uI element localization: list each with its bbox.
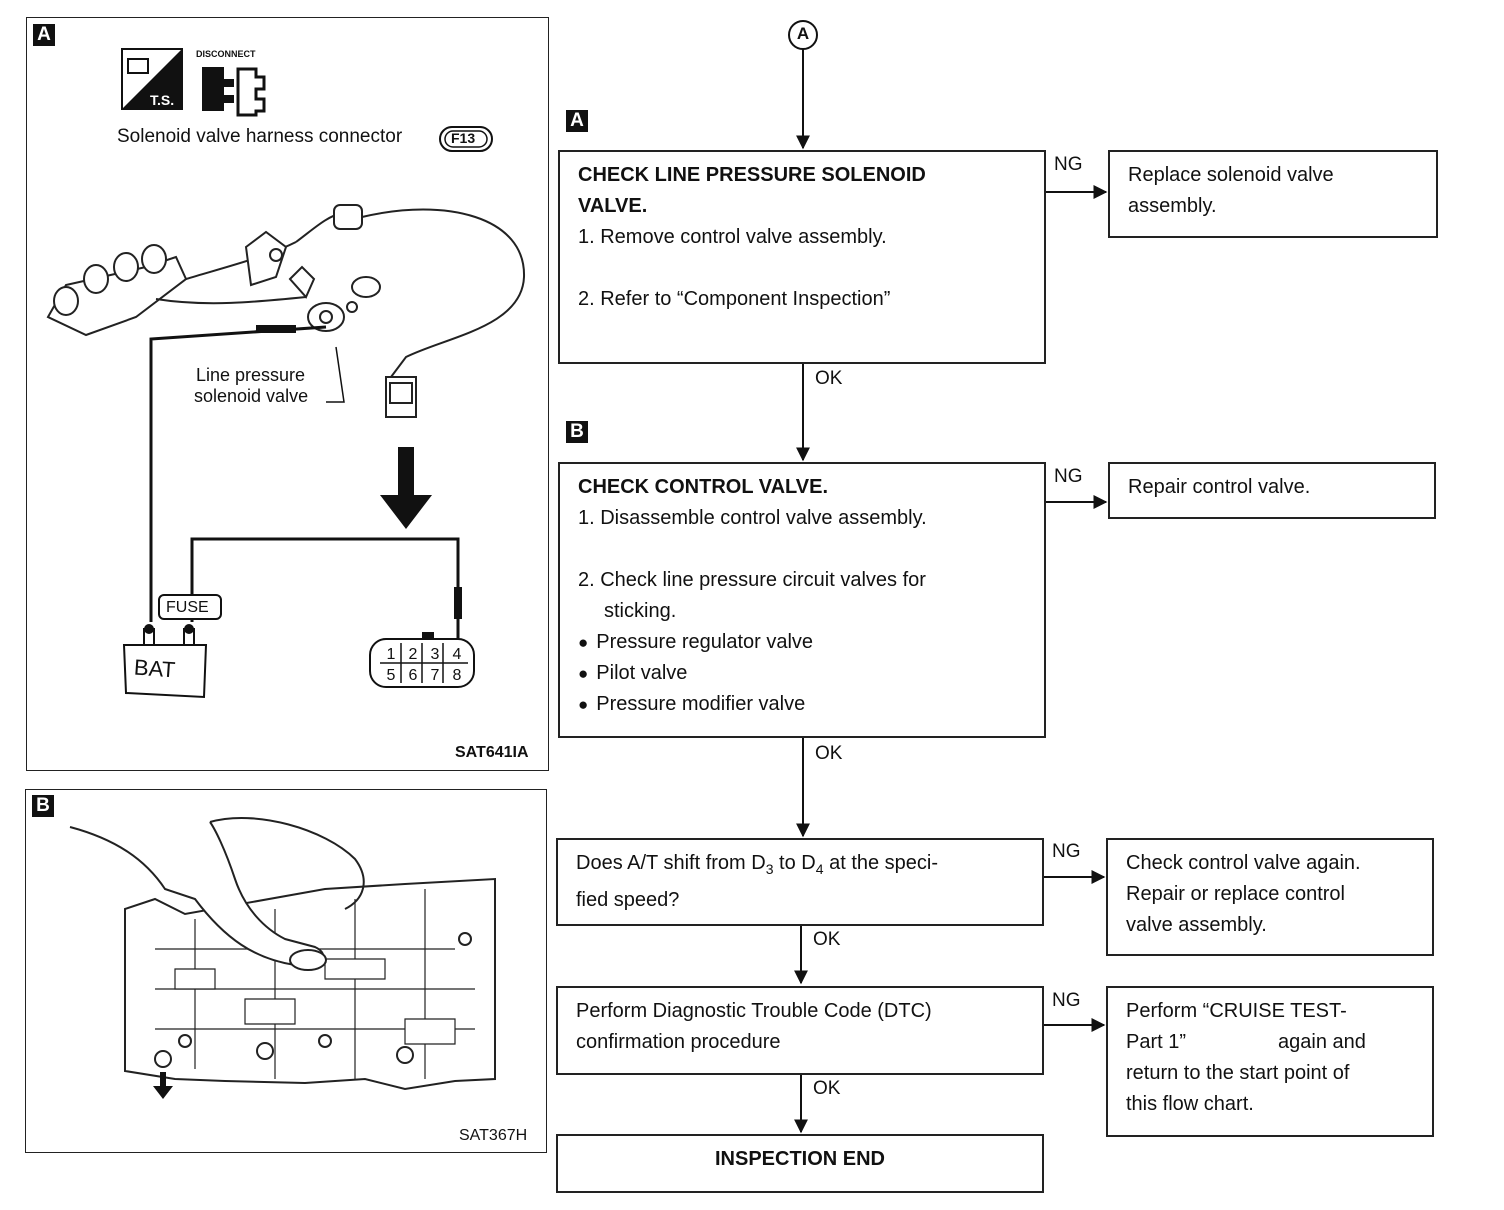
panel-b-illustration <box>69 816 496 1099</box>
inspection-end-box: INSPECTION END <box>556 1134 1044 1193</box>
connector-caption: Solenoid valve harness connector <box>117 126 403 147</box>
pin: 5 <box>386 667 396 684</box>
disconnect-label: DISCONNECT <box>196 49 256 59</box>
pin: 4 <box>452 646 462 663</box>
panel-a-illustration: T.S. DISCONNECT <box>46 48 526 699</box>
panel-a-tag: A <box>33 24 55 46</box>
pin-row-bottom: 5 6 7 8 <box>380 667 468 685</box>
step-d-ng-line2: Part 1”again and <box>1126 1031 1366 1053</box>
step-b-item1: 1. Disassemble control valve assembly. <box>578 507 927 529</box>
step-a-box: CHECK LINE PRESSURE SOLENOID VALVE. 1. R… <box>558 150 1046 364</box>
step-c-ng-line1: Check control valve again. <box>1126 852 1361 874</box>
pin-row-top: 1 2 3 4 <box>380 646 468 664</box>
step-b-bullet: Pressure regulator valve <box>578 627 1026 658</box>
battery-drawing <box>122 624 208 699</box>
step-d-ng-label: NG <box>1052 990 1081 1011</box>
step-d-line2: confirmation procedure <box>576 1031 781 1053</box>
pin: 1 <box>386 646 396 663</box>
step-a-ok-label: OK <box>815 368 843 389</box>
pin: 8 <box>452 667 462 684</box>
step-c-box: Does A/T shift from D3 to D4 at the spec… <box>556 838 1044 926</box>
pin: 2 <box>408 646 418 663</box>
figure-code-a: SAT641IA <box>455 744 529 761</box>
step-b-item2-line1: 2. Check line pressure circuit valves fo… <box>578 569 926 591</box>
step-b-tag: B <box>566 421 588 443</box>
step-b-bullet: Pilot valve <box>578 658 1026 689</box>
start-connector-label: A <box>796 24 810 43</box>
step-a-item1: 1. Remove control valve assembly. <box>578 226 887 248</box>
valve-label-line2: solenoid valve <box>194 386 309 406</box>
step-a-item2: 2. Refer to “Component Inspection” <box>578 288 891 310</box>
ts-icon: T.S. <box>121 48 183 110</box>
step-d-ng-box: Perform “CRUISE TEST- Part 1”again and r… <box>1106 986 1434 1137</box>
valve-body-drawing <box>46 204 526 418</box>
step-b-title: CHECK CONTROL VALVE. <box>578 476 829 498</box>
step-a-title-line1: CHECK LINE PRESSURE SOLENOID <box>578 164 926 186</box>
ts-label: T.S. <box>150 92 174 108</box>
step-c-line2: fied speed? <box>576 889 680 911</box>
step-d-line1: Perform Diagnostic Trouble Code (DTC) <box>576 1000 932 1022</box>
disconnect-icon: DISCONNECT <box>196 49 266 117</box>
step-b-box: CHECK CONTROL VALVE. 1. Disassemble cont… <box>558 462 1046 738</box>
valve-label-line1: Line pressure <box>196 365 306 385</box>
step-c-ok-label: OK <box>813 929 841 950</box>
connector-id: F13 <box>451 130 476 146</box>
step-c-ng-line3: valve assembly. <box>1126 914 1267 936</box>
step-a-ng-box: Replace solenoid valve assembly. <box>1108 150 1438 238</box>
step-b-ng-label: NG <box>1054 466 1083 487</box>
figure-code-b: SAT367H <box>459 1127 528 1144</box>
step-d-ng-line3: return to the start point of <box>1126 1062 1350 1084</box>
fuse-label: FUSE <box>166 599 209 616</box>
step-d-ng-line4: this flow chart. <box>1126 1093 1254 1115</box>
step-b-ok-label: OK <box>815 743 843 764</box>
step-d-box: Perform Diagnostic Trouble Code (DTC) co… <box>556 986 1044 1075</box>
pin: 7 <box>430 667 440 684</box>
step-a-tag: A <box>566 110 588 132</box>
step-a-ng-label: NG <box>1054 154 1083 175</box>
step-a-title-line2: VALVE. <box>578 195 648 217</box>
step-d-ok-label: OK <box>813 1078 841 1099</box>
step-c-ng-line2: Repair or replace control <box>1126 883 1345 905</box>
step-c-line1: Does A/T shift from D3 to D4 at the spec… <box>576 852 939 877</box>
pin: 6 <box>408 667 418 684</box>
step-b-bullet: Pressure modifier valve <box>578 689 1026 720</box>
step-b-ng-box: Repair control valve. <box>1108 462 1436 519</box>
pin: 3 <box>430 646 440 663</box>
step-c-ng-box: Check control valve again. Repair or rep… <box>1106 838 1434 956</box>
step-c-ng-label: NG <box>1052 841 1081 862</box>
step-b-item2-line2: sticking. <box>604 600 677 622</box>
panel-b-tag: B <box>32 795 54 817</box>
step-d-ng-line1: Perform “CRUISE TEST- <box>1126 1000 1347 1022</box>
